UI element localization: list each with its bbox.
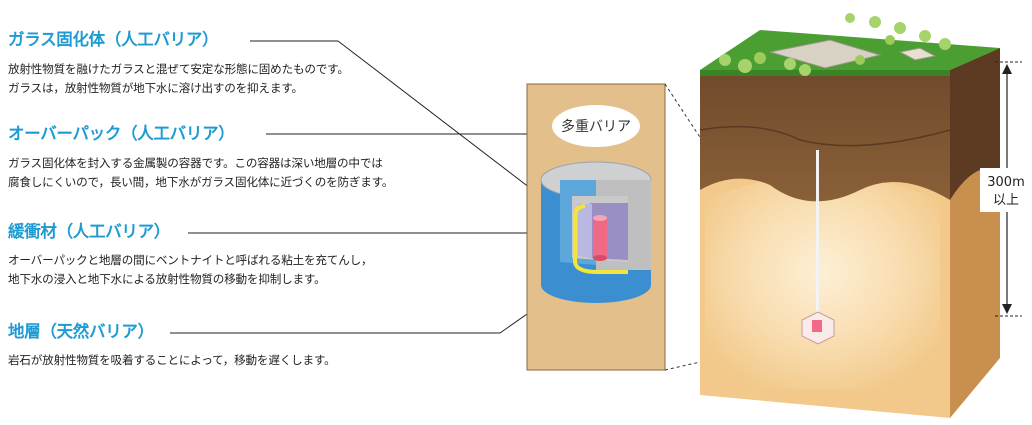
heading-buffer: 緩衝材（人工バリア） <box>8 222 171 241</box>
depth-label-suffix: 以上 <box>993 193 1019 208</box>
glass-canister <box>593 218 607 258</box>
overpack-desc-line-1: ガラス固化体を封入する金属製の容器です。この容器は深い地層の中では <box>8 156 383 170</box>
section-geology: 地層（天然バリア） 岩石が放射性物質を吸着することによって，移動を遅くします。 <box>8 322 336 370</box>
seal-ring <box>573 214 628 274</box>
heading-glass: ガラス固化体（人工バリア） <box>8 30 219 49</box>
multi-barrier-label-bubble <box>552 105 640 147</box>
access-shaft <box>816 150 819 315</box>
barrier-cylinder <box>540 161 652 303</box>
depth-marker: 300m 以上 <box>980 61 1032 317</box>
heading-overpack: オーバーパック（人工バリア） <box>8 124 235 143</box>
depth-label-value: 300m <box>987 175 1024 190</box>
glass-desc-line-1: 放射性物質を融けたガラスと混ぜて安定な形態に固めたものです。 <box>8 62 349 76</box>
overpack-desc-line-2: 腐食しにくいので，長い間，地下水がガラス固化体に近づくのを防ぎます。 <box>8 175 394 189</box>
heading-geology: 地層（天然バリア） <box>8 322 154 341</box>
buffer-desc-line-1: オーバーパックと地層の間にベントナイトと呼ばれる粘土を充てんし， <box>8 253 373 267</box>
ground-block <box>699 13 1000 418</box>
multi-barrier-label: 多重バリア <box>561 118 631 135</box>
section-buffer: 緩衝材（人工バリア） オーバーパックと地層の間にベントナイトと呼ばれる粘土を充て… <box>8 222 373 289</box>
section-overpack: オーバーパック（人工バリア） ガラス固化体を封入する金属製の容器です。この容器は… <box>8 124 394 192</box>
buffer-desc-line-2: 地下水の浸入と地下水による放射性物質の移動を抑制します。 <box>8 272 326 286</box>
section-glass: ガラス固化体（人工バリア） 放射性物質を融けたガラスと混ぜて安定な形態に固めたも… <box>8 30 349 98</box>
glass-desc-line-2: ガラスは，放射性物質が地下水に溶け出すのを抑えます。 <box>8 81 303 95</box>
geology-desc-line-1: 岩石が放射性物質を吸着することによって，移動を遅くします。 <box>8 353 336 367</box>
